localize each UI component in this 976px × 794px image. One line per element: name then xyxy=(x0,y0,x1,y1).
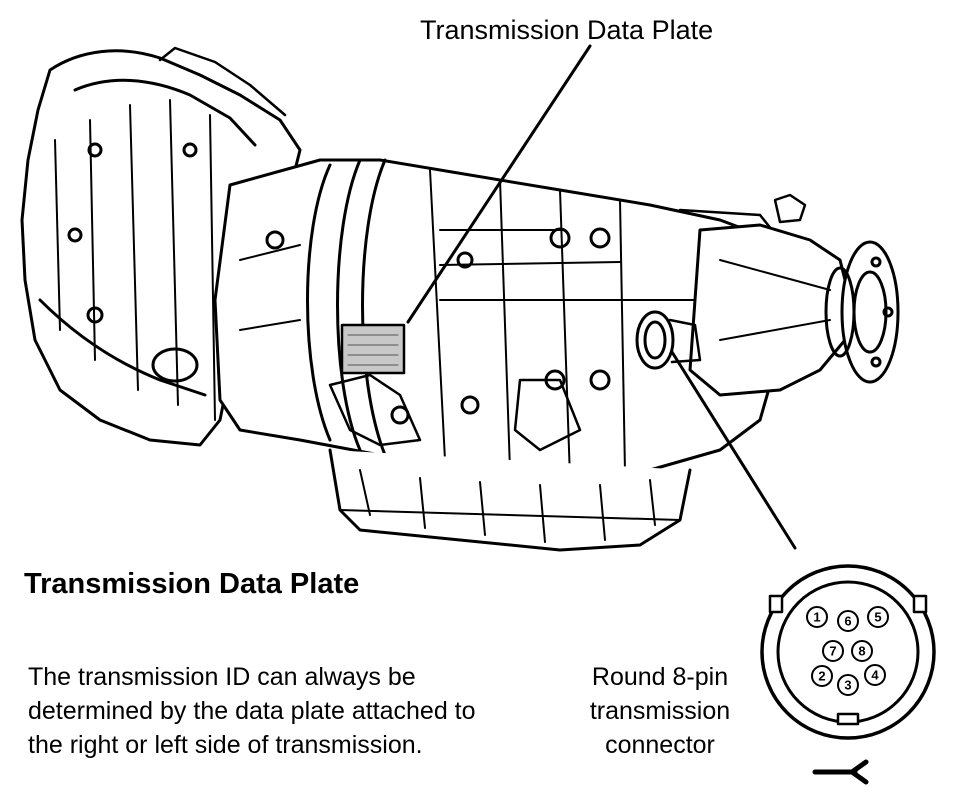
data-plate-marker xyxy=(340,323,406,375)
connector-leader-line xyxy=(670,350,797,550)
connector-key-mark xyxy=(812,759,869,785)
connector-pin-7 xyxy=(822,640,844,662)
connector-pin-2 xyxy=(811,665,833,687)
data-plate-leader-line xyxy=(406,44,592,324)
transmission-case xyxy=(213,158,782,482)
data-plate-callout: Transmission Data Plate xyxy=(420,15,714,45)
description-text: The transmission ID can always be determ… xyxy=(28,663,476,759)
pin-label-2: 2 xyxy=(818,669,825,684)
pin-label-7: 7 xyxy=(829,644,836,659)
connector-label: Round 8-pin transmission connector xyxy=(589,663,731,759)
case-connector-socket xyxy=(635,310,702,370)
pin-label-4: 4 xyxy=(871,668,879,683)
connector-pin-6 xyxy=(837,610,859,632)
pin-label-6: 6 xyxy=(844,614,851,629)
connector-pin-labels: 1 2 3 4 5 6 7 8 xyxy=(813,610,881,693)
connector-pin-3 xyxy=(837,674,859,696)
connector-pin-1 xyxy=(806,606,828,628)
tail-housing xyxy=(688,193,900,397)
section-heading: Transmission Data Plate xyxy=(24,568,360,600)
pin-label-1: 1 xyxy=(813,610,820,625)
pin-label-3: 3 xyxy=(844,678,851,693)
connector-pin-4 xyxy=(864,664,886,686)
round-connector-detail xyxy=(760,564,936,740)
connector-pin-8 xyxy=(851,640,873,662)
connector-pins xyxy=(806,606,889,696)
oil-pan xyxy=(328,448,692,552)
pin-label-5: 5 xyxy=(874,610,881,625)
pin-label-8: 8 xyxy=(858,644,865,659)
connector-pin-5 xyxy=(867,606,889,628)
